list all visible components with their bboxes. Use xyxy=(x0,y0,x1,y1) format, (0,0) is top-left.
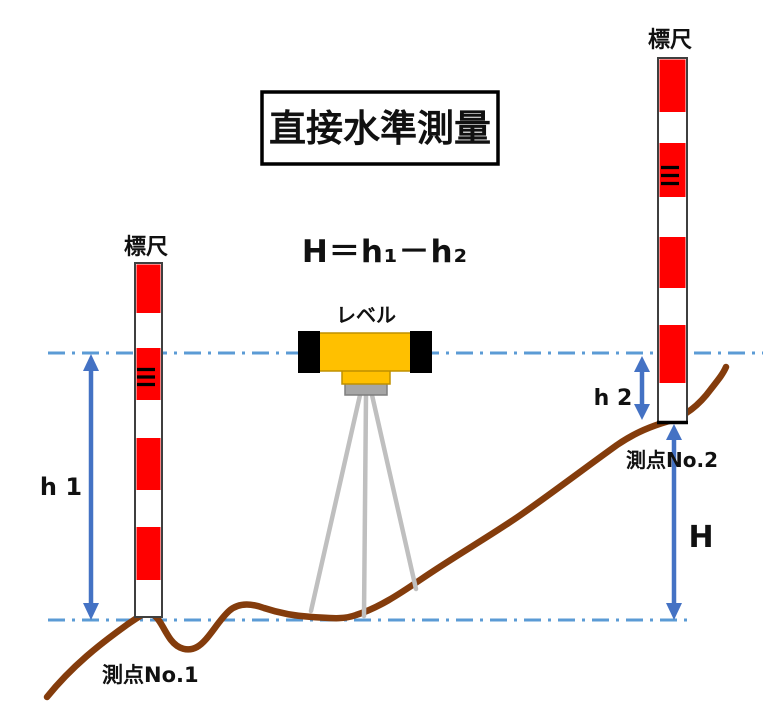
level-eyepiece-cap xyxy=(298,331,320,373)
rod-right-stripe xyxy=(659,325,686,383)
level-base-plate xyxy=(344,382,388,396)
rod-left-stripe xyxy=(136,438,161,490)
title-box: 直接水準測量 xyxy=(260,90,500,166)
tripod xyxy=(308,392,419,619)
rod-left-stripe xyxy=(136,264,161,313)
station1-label: 測点No.1 xyxy=(102,663,199,687)
page-title: 直接水準測量 xyxy=(269,107,491,150)
rod-left-stripe xyxy=(136,348,161,400)
h1-label: h 1 xyxy=(40,473,82,501)
h1-arrow xyxy=(83,354,99,620)
height-difference-label: H xyxy=(688,520,713,555)
rod-right-label: 標尺 xyxy=(648,28,692,53)
rod-right-stripe xyxy=(659,237,686,288)
rod-left-graduation-mark xyxy=(137,367,155,387)
level-label: レベル xyxy=(336,303,396,327)
h2-arrow xyxy=(634,356,650,420)
rod-left-stripe xyxy=(136,527,161,580)
rod-right-stripe xyxy=(659,59,686,112)
level-instrument xyxy=(298,331,432,396)
leveling-rod-left xyxy=(134,262,163,618)
level-telescope-body xyxy=(317,332,413,372)
rod-right-graduation-mark xyxy=(661,165,679,186)
tripod-leg-right xyxy=(369,392,419,592)
leveling-rod-right xyxy=(657,57,688,425)
station2-label: 測点No.2 xyxy=(626,448,718,472)
level-objective-cap xyxy=(410,331,432,373)
h2-label: h 2 xyxy=(594,386,633,411)
rod-left-label: 標尺 xyxy=(124,235,168,260)
tripod-leg-middle xyxy=(361,392,369,619)
rod-right-stripe xyxy=(659,143,686,197)
tripod-leg-left xyxy=(308,392,363,614)
height-formula: H＝h₁－h₂ xyxy=(302,234,468,270)
height-difference-arrow xyxy=(666,424,682,620)
